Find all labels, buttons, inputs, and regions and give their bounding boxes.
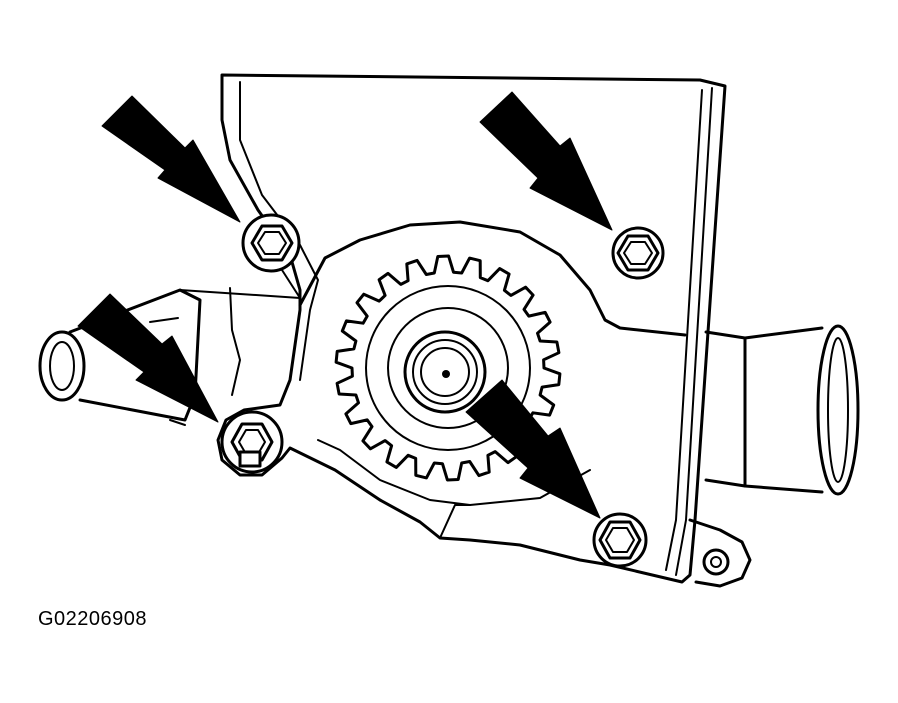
figure-code: G02206908 <box>38 608 148 630</box>
callout-arrow-lower-left <box>77 293 219 423</box>
bolt-upper-left <box>241 213 301 273</box>
callout-arrow-upper-left <box>101 95 241 223</box>
inlet-pipe <box>38 288 202 426</box>
outlet-pipe <box>704 324 860 496</box>
callout-arrow-lower-right <box>465 379 601 519</box>
callout-arrow-upper-right <box>479 91 613 231</box>
shaft-center <box>442 370 450 378</box>
bolt-lower-right <box>592 512 648 568</box>
bolt-lower-left <box>220 410 284 474</box>
bolt-upper-right <box>611 226 665 280</box>
